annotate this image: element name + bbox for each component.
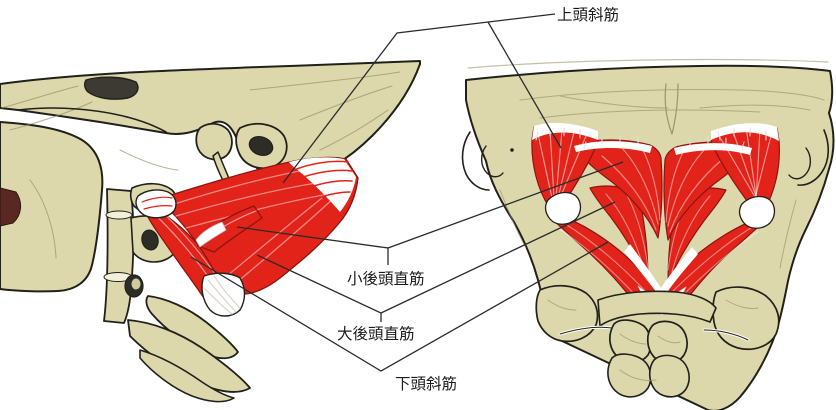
label-rectus-capitis-posterior-minor: 小後頭直筋	[347, 270, 425, 288]
axis-spinous-process	[145, 295, 239, 360]
leader-line-rectus-capitis-posterior-minor	[387, 161, 624, 249]
tendon-c1-knot-lateral	[135, 189, 177, 219]
muscle-fibers	[537, 126, 773, 203]
label-rectus-capitis-posterior-major: 大後頭直筋	[337, 325, 415, 343]
vertebral-foramen	[141, 229, 159, 251]
posterior-view-illustration	[461, 58, 835, 410]
tendon-central-v	[624, 244, 698, 300]
foramen-inner	[131, 278, 141, 290]
skull-texture-lines	[499, 89, 825, 269]
tendon-fibers	[141, 196, 173, 210]
teeth-dark-patch	[0, 187, 21, 227]
c2-spinous-lobe-right	[646, 320, 688, 364]
orbital-dark-patch	[83, 76, 139, 100]
joint-gap-lines	[559, 326, 749, 341]
tendon-fibers	[203, 275, 241, 315]
leader-line-obliquus-capitis-inferior	[190, 241, 609, 372]
muscle-fibers	[601, 147, 725, 233]
muscle-rectus-major-left-posterior	[573, 139, 663, 239]
muscle-fibers	[557, 221, 759, 301]
muscle-rectus-minor-left-posterior	[589, 185, 649, 281]
tendon-fringe-strokes	[535, 127, 767, 149]
disc-gap	[105, 210, 133, 220]
tendon-fibers	[293, 160, 353, 199]
muscle-posterior-mass-lateral	[157, 156, 359, 298]
label-obliquus-capitis-superior: 上頭斜筋	[557, 6, 619, 24]
ear-canal-dark	[248, 135, 274, 157]
skull-lateral-cheekbone	[0, 121, 104, 293]
bone-dot	[510, 148, 514, 152]
leader-line-rectus-capitis-posterior-major	[380, 201, 616, 314]
mandible-condyle	[195, 122, 233, 161]
ear-curl-right	[788, 147, 812, 180]
leader-line-obliquus-capitis-superior	[282, 13, 556, 184]
ear-curl-left	[480, 145, 504, 178]
tendon-c2-knot-lateral	[201, 272, 246, 317]
tendon-c1-knot-right	[738, 195, 776, 229]
c3-lobe-right	[648, 354, 690, 398]
c2-spinous-lobe-left	[609, 319, 652, 364]
vertebra-texture	[547, 299, 759, 381]
mastoid-right	[797, 129, 830, 186]
c3-process-lower	[139, 349, 235, 403]
c2-arch-band	[597, 290, 717, 327]
tendon-c1-knot-left	[544, 191, 582, 225]
occipital-median-line	[664, 83, 679, 135]
skull-texture-lines	[1, 71, 401, 259]
lateral-view-illustration	[0, 60, 421, 403]
zygomatic-arch-line	[17, 107, 167, 133]
label-obliquus-capitis-inferior: 下頭斜筋	[395, 375, 457, 393]
tendon-minor-origin	[195, 221, 227, 248]
mastoid-left	[461, 131, 490, 191]
skull-top-rim	[467, 58, 829, 69]
leader-line-obliquus-capitis-superior	[487, 21, 562, 149]
cervical-column	[103, 188, 135, 324]
